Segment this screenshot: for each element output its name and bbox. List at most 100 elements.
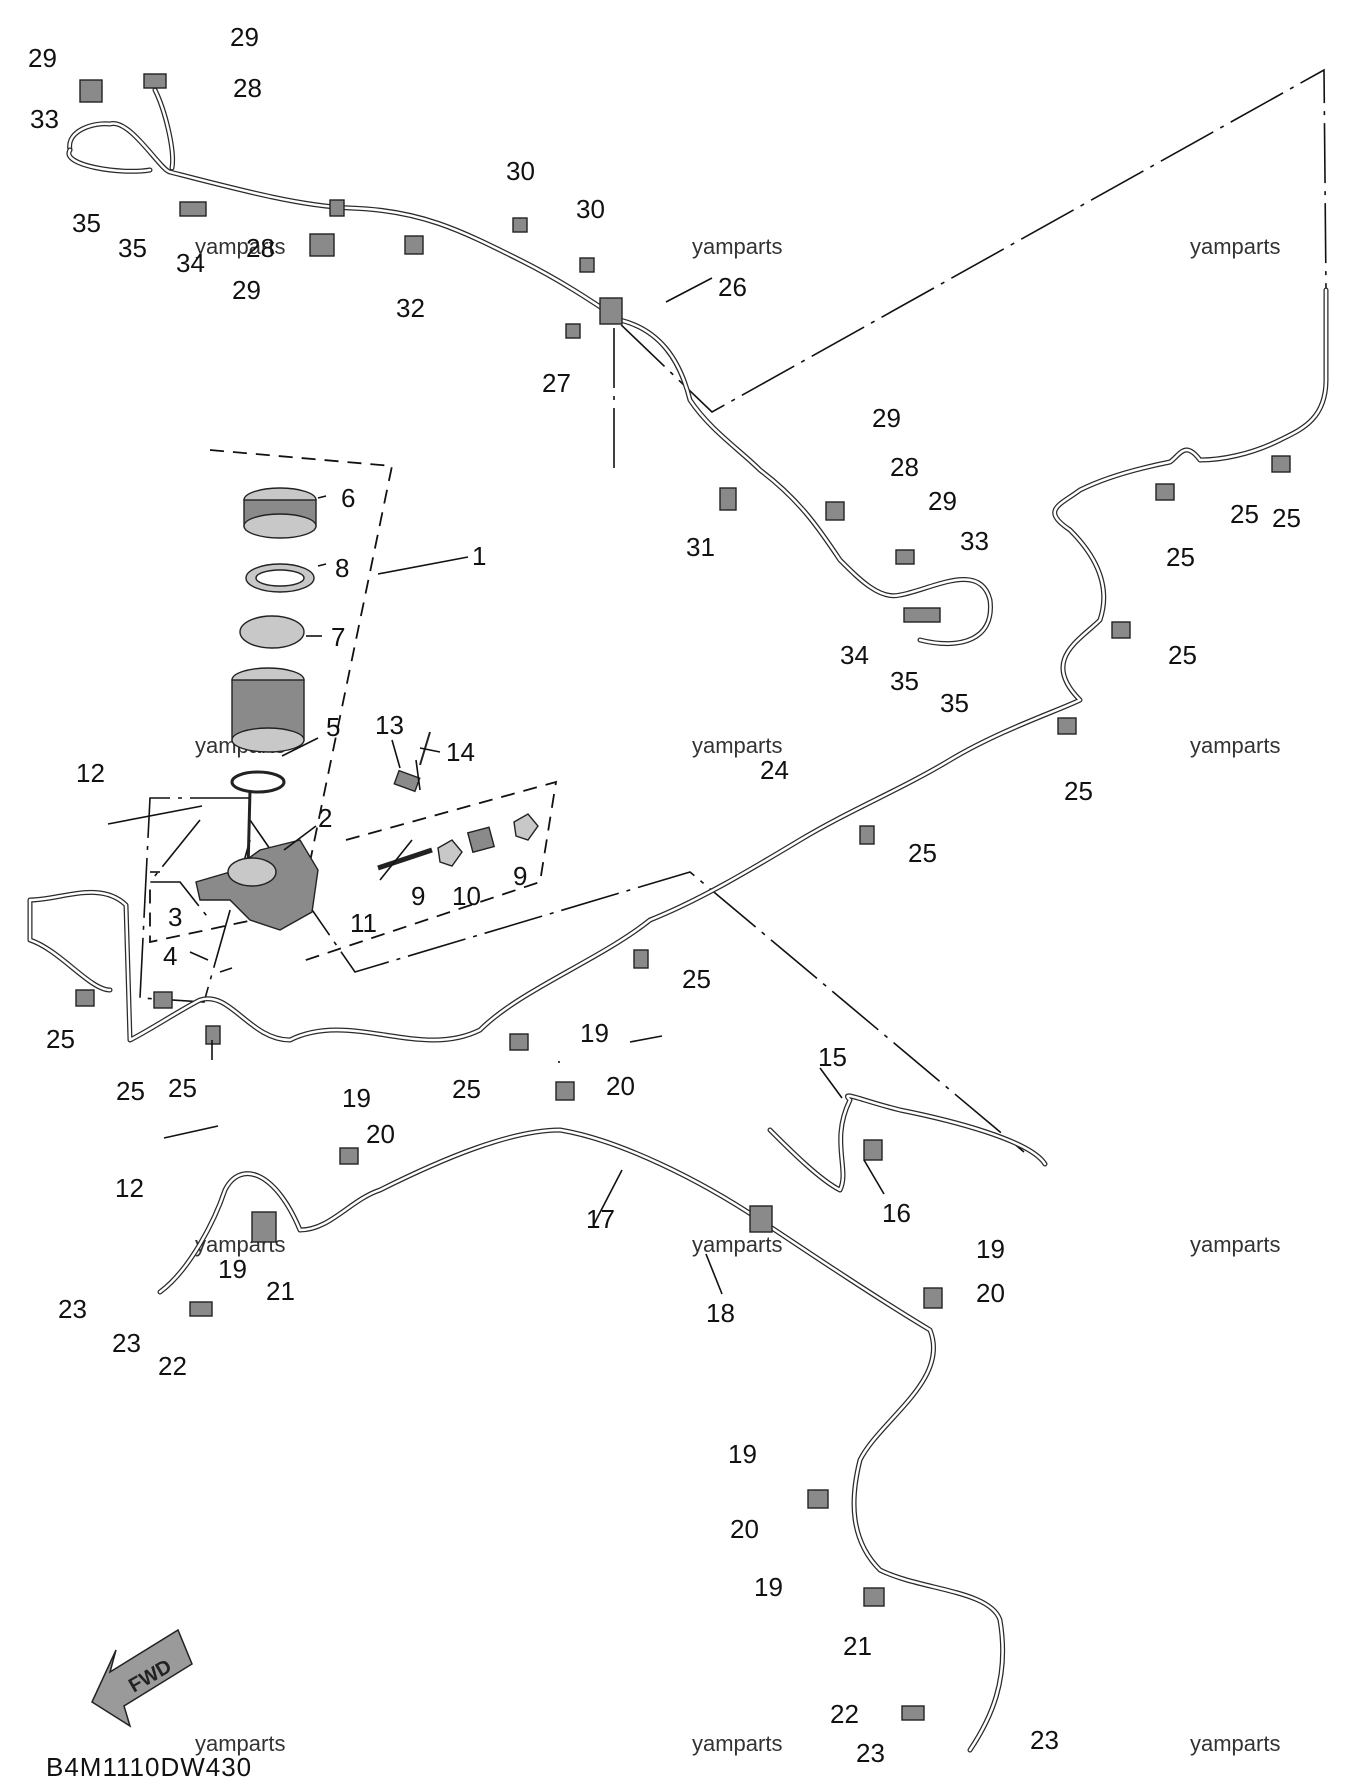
bolt [565,323,581,339]
clamp [329,199,345,217]
clip [75,989,95,1007]
callout-6: 6 [341,483,355,513]
clamp [863,1587,885,1607]
hose-clamp [230,770,286,794]
leader-lines [107,277,885,1295]
callout-25: 25 [682,964,711,994]
callout-17: 17 [586,1204,615,1234]
callout-30: 30 [506,156,535,186]
callout-24: 24 [760,755,789,785]
callout-35: 35 [890,666,919,696]
callout-14: 14 [446,737,475,767]
pin [393,769,421,793]
nut [437,839,463,867]
callout-2: 2 [318,803,332,833]
watermark: yamparts [1190,1731,1280,1756]
callout-25: 25 [1230,499,1259,529]
callout-12: 12 [115,1173,144,1203]
watermark: yamparts [692,234,782,259]
callout-5: 5 [326,712,340,742]
callout-28: 28 [890,452,919,482]
watermark: yamparts [1190,234,1280,259]
clip [1155,483,1175,501]
callout-20: 20 [606,1071,635,1101]
fwd-arrow-icon: FWD [91,1628,193,1728]
reservoir-diaphragm-holder [245,563,315,593]
assembly-boxes [149,449,558,963]
clip [1271,455,1291,473]
callout-11: 11 [350,908,377,938]
callout-28: 28 [233,73,262,103]
master-cylinder-body [195,839,319,931]
watermark: yamparts [195,234,285,259]
callout-7: 7 [331,622,345,652]
callout-33: 33 [30,104,59,134]
callout-25: 25 [1166,542,1195,572]
banjo-bolt [903,607,941,623]
watermark: yamparts [692,1731,782,1756]
callout-29: 29 [28,43,57,73]
callout-35: 35 [118,233,147,263]
callout-22: 22 [830,1699,859,1729]
callout-25: 25 [168,1073,197,1103]
reservoir-diaphragm [239,615,305,649]
watermark: yamparts [195,1731,285,1756]
clamp [309,233,335,257]
callout-8: 8 [335,553,349,583]
clamp [923,1287,943,1309]
callout-13: 13 [375,710,404,740]
callout-21: 21 [266,1276,295,1306]
callout-9: 9 [411,881,425,911]
clamp [863,1139,883,1161]
watermark: yamparts [1190,733,1280,758]
clamp [339,1147,359,1165]
callout-25: 25 [1168,640,1197,670]
callout-12: 12 [76,758,105,788]
hose-joint [599,297,623,325]
callout-31: 31 [686,532,715,562]
callout-35: 35 [72,208,101,238]
callout-25: 25 [1064,776,1093,806]
callout-28: 28 [246,233,275,263]
callout-15: 15 [818,1042,847,1072]
callout-25: 25 [46,1024,75,1054]
watermark: yamparts [692,733,782,758]
callout-18: 18 [706,1298,735,1328]
clip [205,1025,221,1045]
callout-10: 10 [452,881,481,911]
diagram-code: B4M1110DW430 [46,1752,252,1782]
callout-16: 16 [882,1198,911,1228]
callout-23: 23 [856,1738,885,1768]
callout-21: 21 [843,1631,872,1661]
callout-35: 35 [940,688,969,718]
hose-joint [749,1205,773,1233]
callout-19: 19 [342,1083,371,1113]
callout-numbers: 1 2 3 4 5 6 7 8 9 9 10 11 12 12 13 14 15… [28,22,1301,1768]
nut [513,813,539,841]
reference-lines [139,68,1327,1153]
callout-1: 1 [472,541,486,571]
callout-29: 29 [928,486,957,516]
clamp [512,217,528,233]
callout-19: 19 [754,1572,783,1602]
clamp [143,73,167,89]
callout-19: 19 [976,1234,1005,1264]
callout-4: 4 [163,941,177,971]
banjo-bolt [189,1301,213,1317]
banjo-bolt [901,1705,925,1721]
clip [859,825,875,845]
callout-34: 34 [840,640,869,670]
callout-23: 23 [1030,1725,1059,1755]
clamp [579,257,595,273]
components: FWD [75,73,1291,1728]
clamp [555,1081,575,1101]
callout-19: 19 [728,1439,757,1469]
clamp [825,501,845,521]
watermark: yamparts [692,1232,782,1257]
callout-33: 33 [960,526,989,556]
callout-20: 20 [366,1119,395,1149]
callout-3: 3 [168,902,182,932]
callout-23: 23 [112,1328,141,1358]
callout-25: 25 [1272,503,1301,533]
